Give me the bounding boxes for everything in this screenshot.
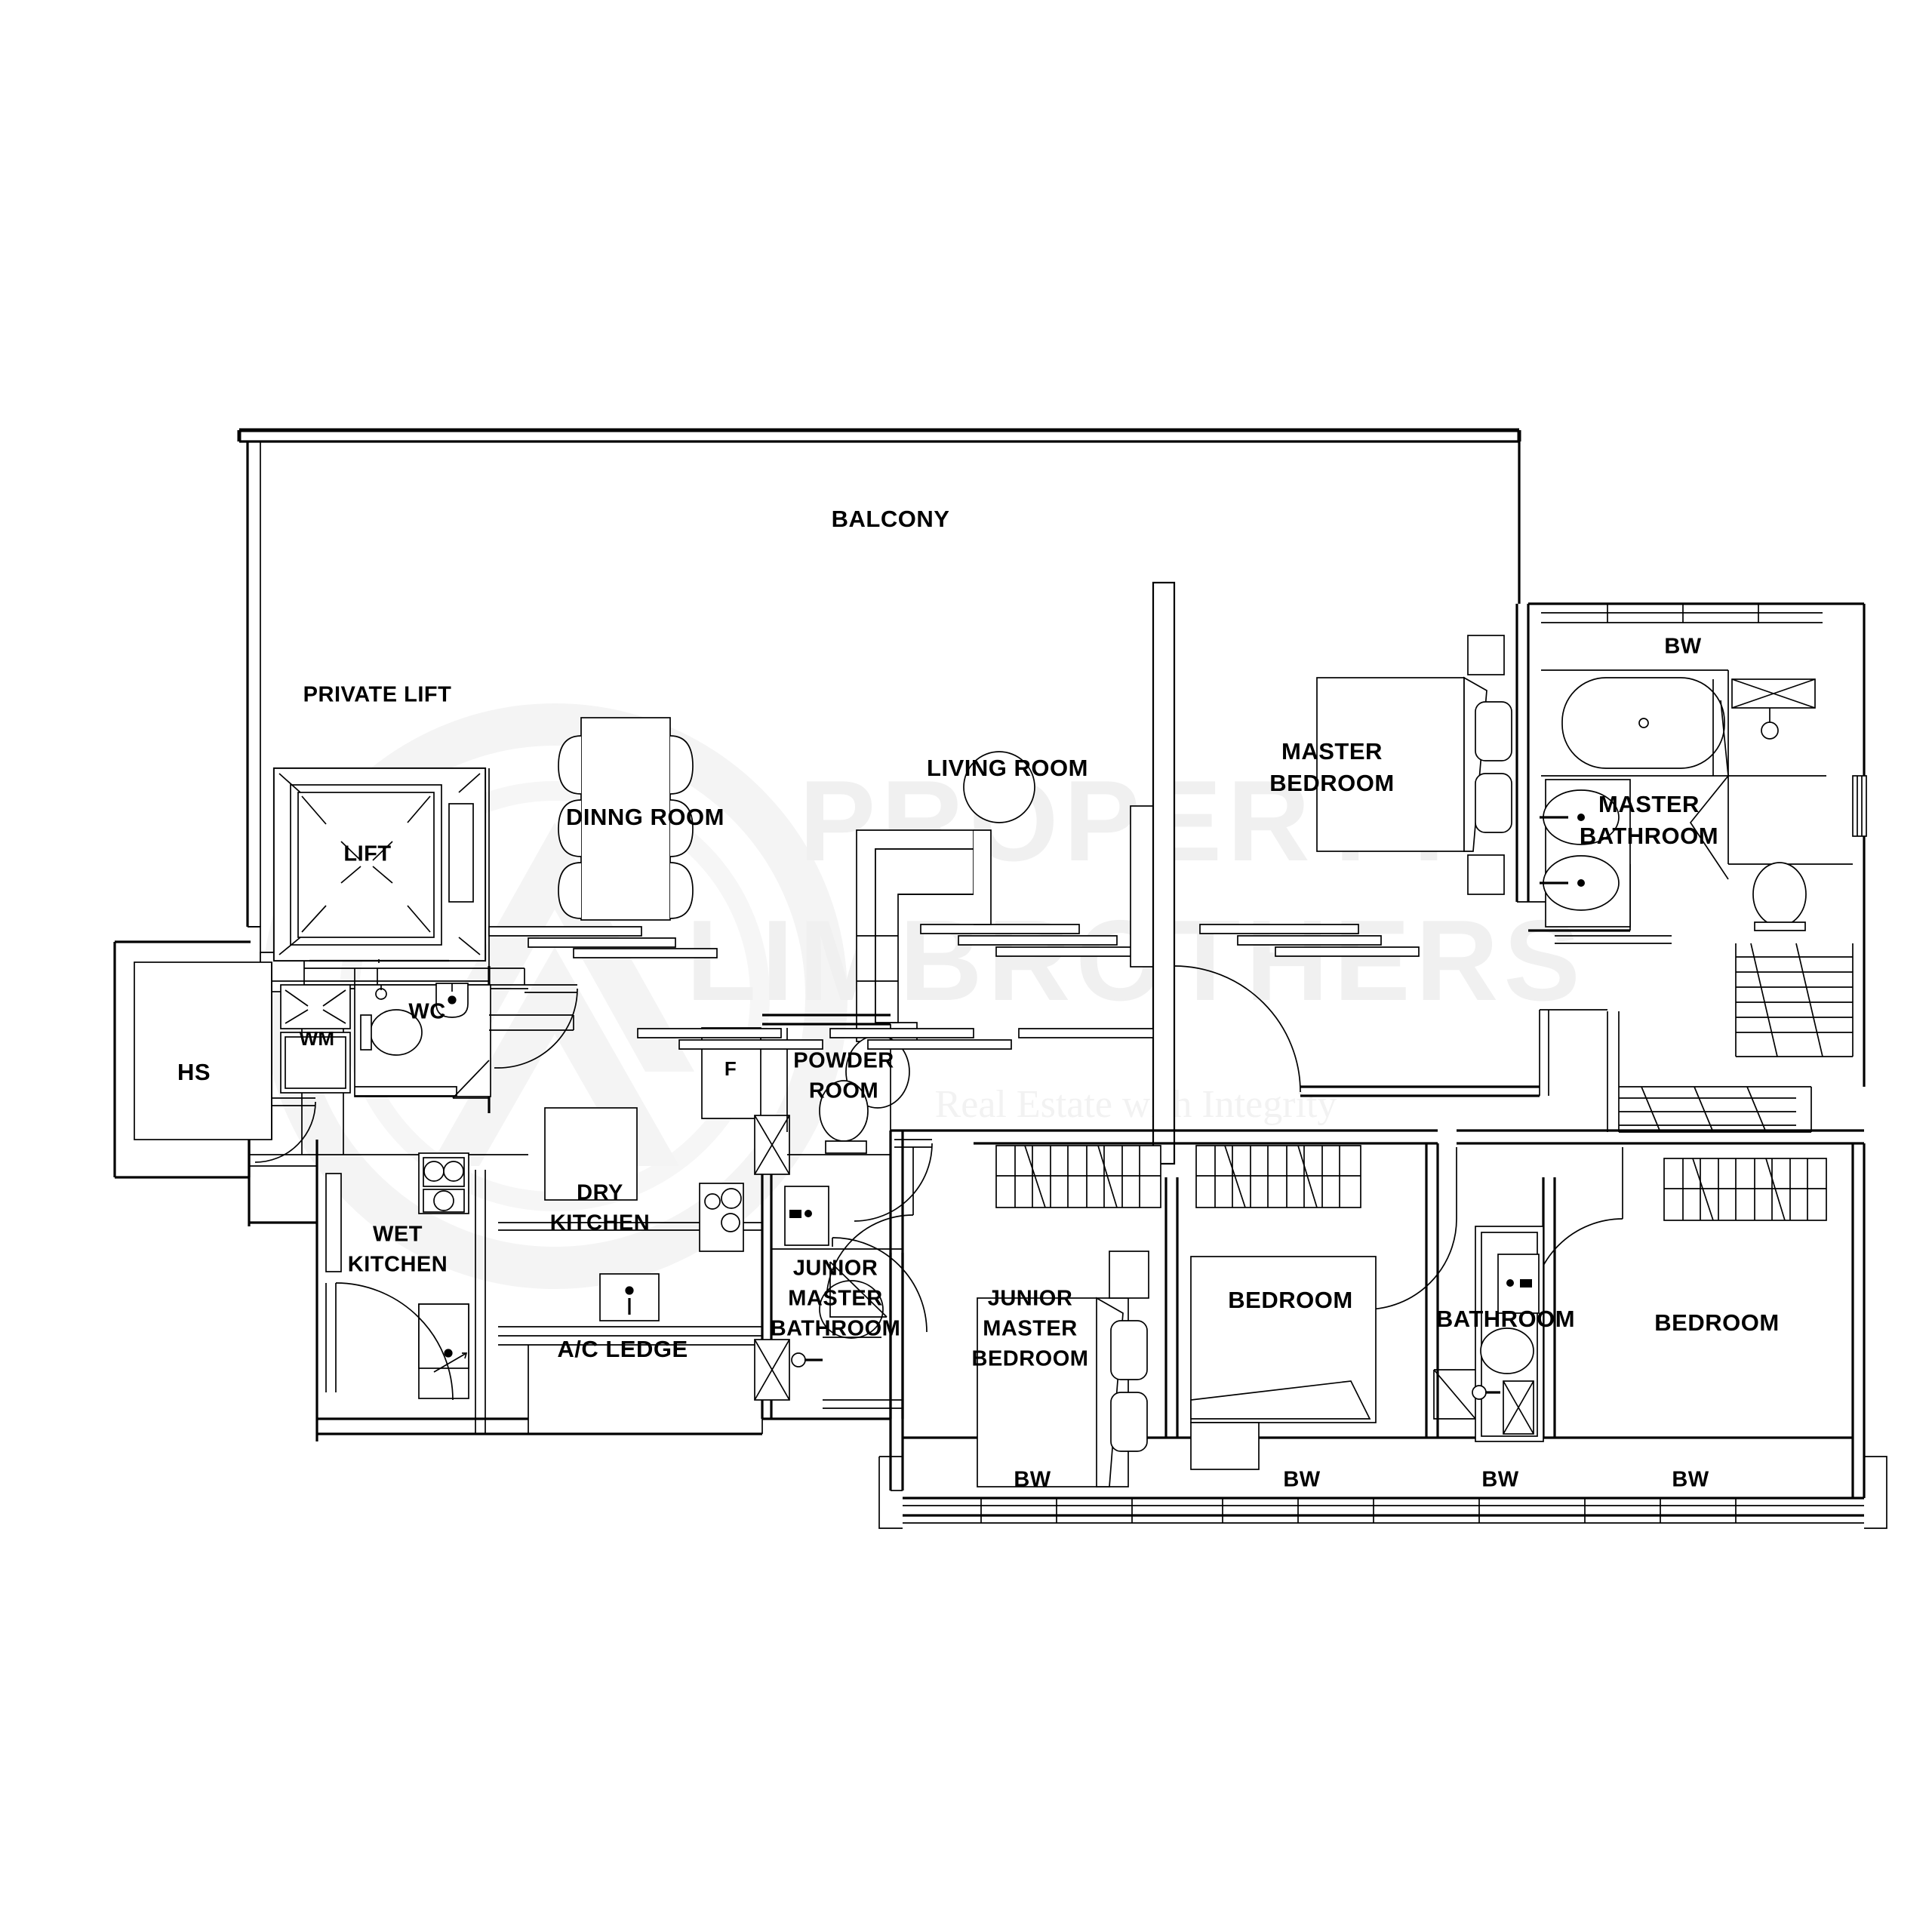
label-master-bathroom: MASTER BATHROOM [1580, 791, 1718, 849]
svg-text:KITCHEN: KITCHEN [348, 1253, 448, 1277]
svg-text:BATHROOM: BATHROOM [771, 1317, 901, 1341]
label-ac-ledge: A/C LEDGE [557, 1336, 688, 1362]
label-hs: HS [177, 1059, 211, 1085]
living-room-furniture [845, 581, 1176, 1165]
svg-text:KITCHEN: KITCHEN [550, 1211, 650, 1235]
label-bw-jr-master: BW [1014, 1468, 1051, 1492]
label-wm: WM [300, 1027, 335, 1050]
svg-text:BATHROOM: BATHROOM [1580, 823, 1718, 849]
sliding-door-panels [488, 924, 1420, 958]
label-junior-master-bedroom: JUNIOR MASTER BEDROOM [972, 1287, 1089, 1371]
walk-in-wardrobe-group [1607, 943, 1854, 1133]
hall-sliding-doors [637, 1028, 1154, 1050]
svg-text:MASTER: MASTER [1281, 738, 1383, 764]
label-wc: WC [408, 1000, 445, 1024]
label-bathroom: BATHROOM [1436, 1306, 1575, 1332]
svg-text:MASTER: MASTER [1598, 791, 1700, 817]
junior-master-bathroom-group [754, 1014, 933, 1420]
label-bedroom-3: BEDROOM [1654, 1309, 1779, 1336]
master-bedroom-group [1316, 604, 1600, 903]
svg-text:DRY: DRY [577, 1181, 623, 1205]
bedroom-wardrobes [826, 1145, 1827, 1310]
dining-room-furniture [558, 717, 694, 921]
svg-text:BEDROOM: BEDROOM [1269, 770, 1394, 796]
room-labels: BALCONY PRIVATE LIFT LIFT DINNG ROOM LIV… [177, 506, 1779, 1492]
label-bw-bedroom-2: BW [1283, 1468, 1320, 1492]
label-lift: LIFT [343, 842, 391, 866]
svg-text:ROOM: ROOM [809, 1079, 878, 1103]
svg-text:JUNIOR: JUNIOR [793, 1257, 878, 1281]
label-bw-bedroom-3: BW [1672, 1468, 1709, 1492]
label-powder-room: POWDER ROOM [793, 1049, 894, 1103]
label-bw-bathroom: BW [1481, 1468, 1518, 1492]
svg-text:MASTER: MASTER [788, 1287, 882, 1311]
central-corridor-walls [1152, 965, 1607, 1097]
svg-text:WET: WET [373, 1223, 423, 1247]
label-bw-master: BW [1664, 635, 1701, 659]
left-service-block [113, 767, 763, 1441]
master-bathroom-group [1528, 602, 1867, 1087]
svg-text:JUNIOR: JUNIOR [988, 1287, 1073, 1311]
label-dining-room: DINNG ROOM [566, 804, 724, 830]
label-master-bedroom: MASTER BEDROOM [1269, 738, 1394, 796]
label-wet-kitchen: WET KITCHEN [348, 1223, 448, 1277]
label-living-room: LIVING ROOM [927, 755, 1088, 781]
label-dry-kitchen: DRY KITCHEN [550, 1181, 650, 1235]
label-junior-master-bathroom: JUNIOR MASTER BATHROOM [771, 1257, 901, 1341]
label-balcony: BALCONY [832, 506, 950, 532]
balcony-outline [237, 428, 1521, 928]
label-bedroom-2: BEDROOM [1228, 1287, 1352, 1313]
svg-text:POWDER: POWDER [793, 1049, 894, 1073]
svg-text:MASTER: MASTER [983, 1317, 1077, 1341]
label-fridge: F [724, 1057, 737, 1080]
svg-text:BEDROOM: BEDROOM [972, 1347, 1089, 1371]
bedroom-2-furniture [1190, 1256, 1377, 1470]
label-private-lift: PRIVATE LIFT [303, 683, 452, 707]
shared-bathroom-group [1433, 1226, 1544, 1442]
junior-master-bed [977, 1251, 1149, 1487]
watermark-tagline: Real Estate with Integrity [935, 1083, 1337, 1126]
